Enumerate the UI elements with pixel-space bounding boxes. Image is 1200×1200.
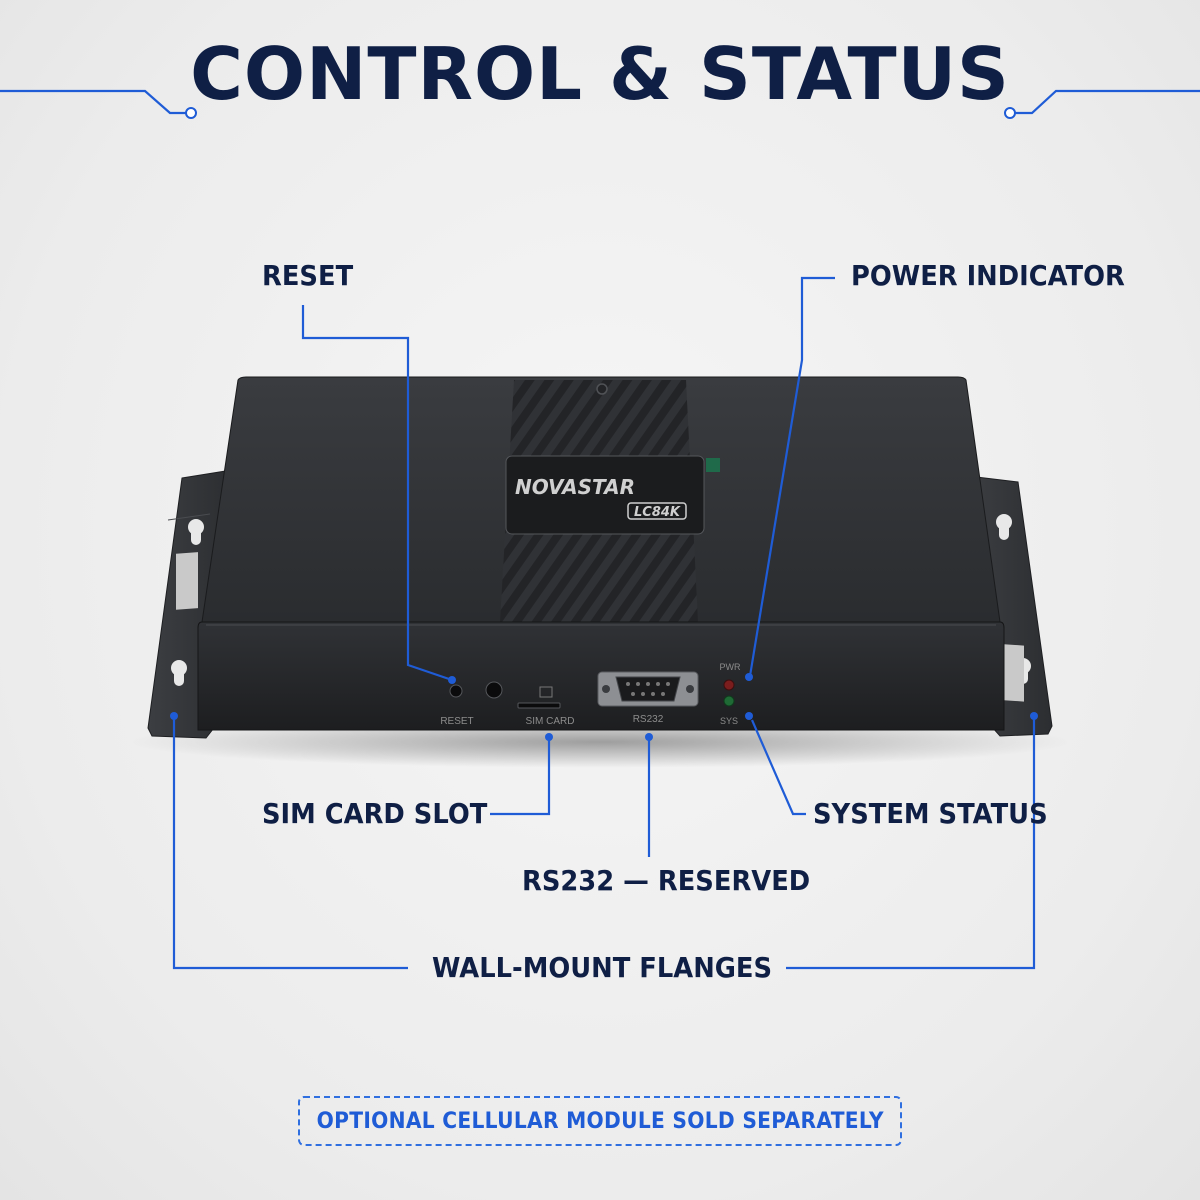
- page-title: CONTROL & STATUS: [190, 32, 1010, 116]
- rs232-port-label: RS232: [633, 714, 664, 725]
- power-callout-line: [748, 276, 835, 677]
- title-right-decoration: [1015, 89, 1200, 115]
- reset-callout-dot: [448, 676, 456, 684]
- sim-callout-dot: [545, 733, 553, 741]
- sys-led: [723, 695, 735, 707]
- sim-card-slot[interactable]: [517, 702, 561, 709]
- reset-callout-label: RESET: [262, 259, 354, 292]
- brand-plate-tab: [706, 458, 720, 472]
- pwr-led-label: PWR: [720, 662, 741, 672]
- right-label-sticker: [1002, 644, 1024, 702]
- left-label-sticker: [176, 552, 198, 610]
- reset-callout-line: [301, 305, 453, 682]
- rs232-callout-label: RS232 — RESERVED: [522, 864, 811, 897]
- wall-mount-left-line: [172, 716, 408, 970]
- reset-port-label: RESET: [440, 716, 473, 727]
- left-keyhole-bottom: [171, 660, 187, 686]
- pwr-led: [723, 679, 735, 691]
- brand-logo-text: NOVASTAR: [515, 475, 635, 499]
- model-logo-text: LC84K: [634, 505, 681, 520]
- power-indicator-callout-label: POWER INDICATOR: [851, 259, 1125, 292]
- title-right-dot: [1004, 107, 1016, 119]
- wall-mount-right-dot: [1030, 712, 1038, 720]
- brand-plate: [505, 455, 705, 535]
- title-left-dot: [185, 107, 197, 119]
- power-callout-dot: [745, 673, 753, 681]
- system-status-callout-dot: [745, 712, 753, 720]
- reset-pinhole[interactable]: [449, 684, 463, 698]
- wall-mount-right-line: [786, 716, 1036, 970]
- sim-card-slot-callout-label: SIM CARD SLOT: [262, 797, 488, 830]
- system-status-callout-line: [750, 719, 806, 816]
- rs232-port[interactable]: [597, 671, 699, 707]
- sim-port-label: SIM CARD: [526, 716, 575, 727]
- system-status-callout-label: SYSTEM STATUS: [813, 797, 1048, 830]
- cellular-module-note: OPTIONAL CELLULAR MODULE SOLD SEPARATELY: [298, 1096, 902, 1146]
- sys-led-label: SYS: [720, 716, 738, 726]
- right-keyhole-top: [996, 514, 1012, 540]
- left-keyhole-top: [188, 519, 204, 545]
- title-left-decoration: [0, 89, 186, 115]
- wall-mount-callout-label: WALL-MOUNT FLANGES: [432, 951, 773, 984]
- wall-mount-left-dot: [170, 712, 178, 720]
- rs232-callout-dot: [645, 733, 653, 741]
- sim-callout-line: [490, 736, 551, 816]
- round-port: [485, 681, 503, 699]
- cellular-module-note-text: OPTIONAL CELLULAR MODULE SOLD SEPARATELY: [316, 1108, 884, 1134]
